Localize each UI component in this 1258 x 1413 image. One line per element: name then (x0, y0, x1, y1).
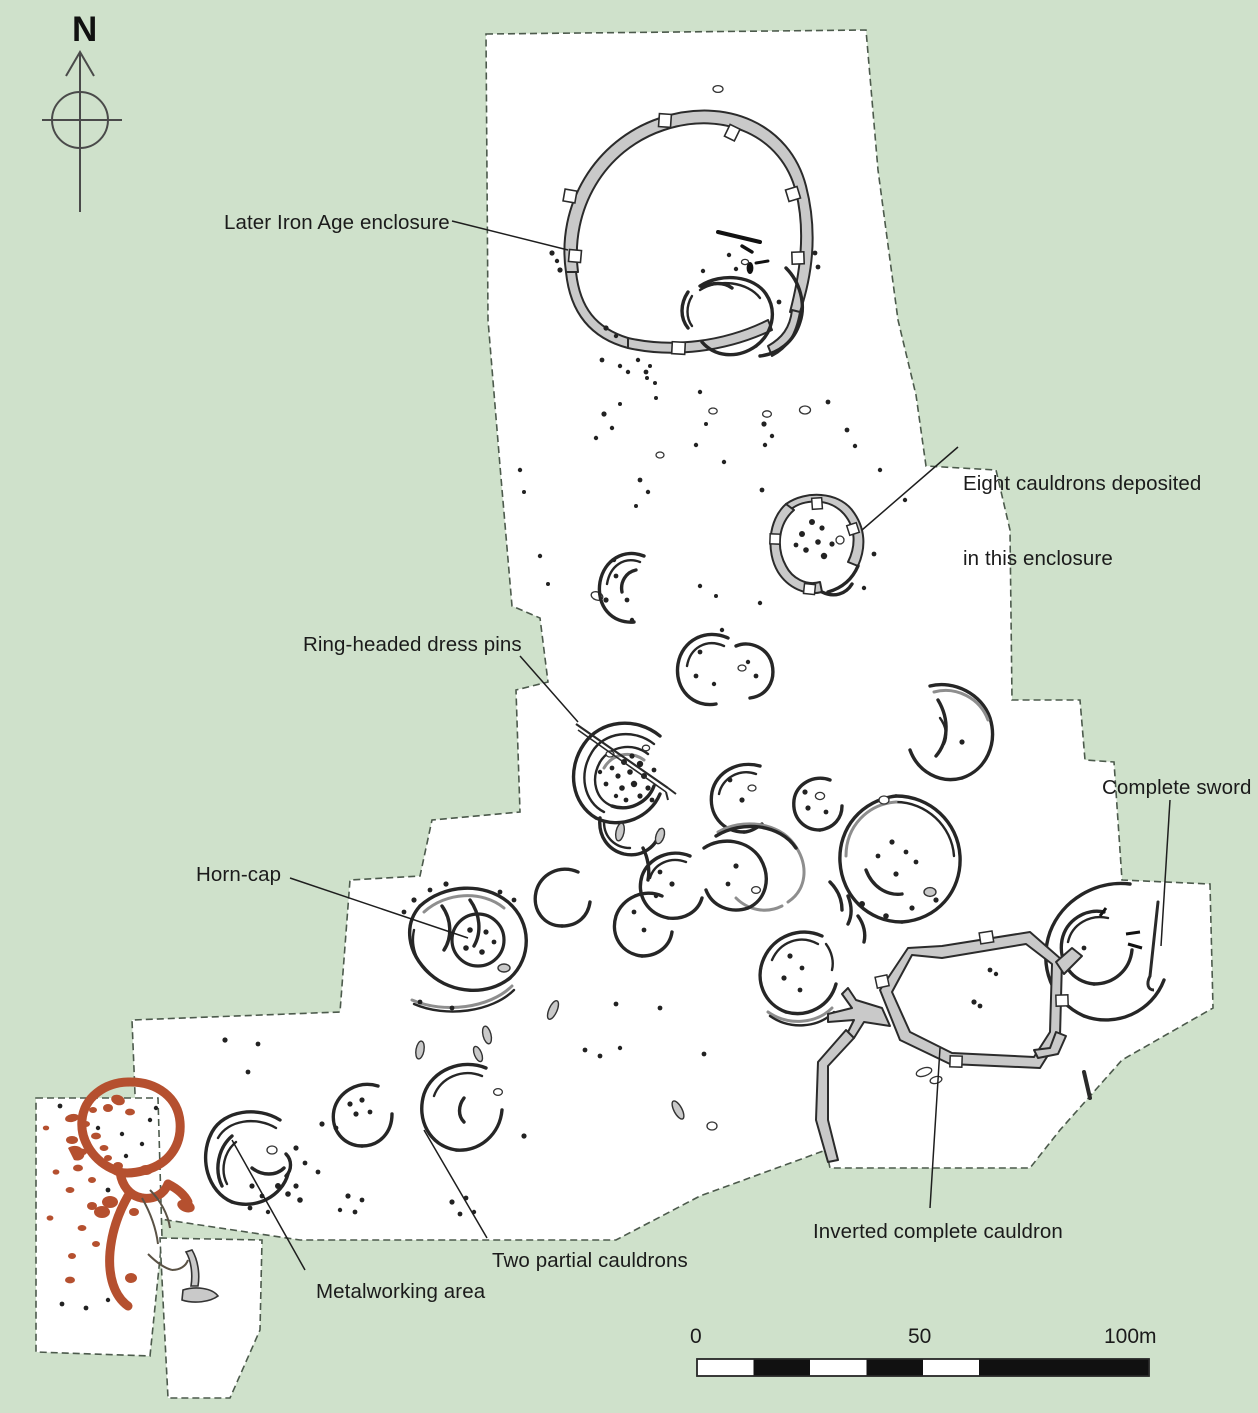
roundhouse (792, 776, 844, 832)
label-eight-cauldrons-line2: in this enclosure (963, 547, 1113, 570)
metalworking-area (42, 1077, 220, 1311)
scale-bar (696, 1358, 1150, 1377)
label-eight-cauldrons: Eight cauldrons deposited in this enclos… (963, 421, 1201, 596)
roundhouse-gullies (203, 551, 1166, 1206)
label-complete-sword: Complete sword (1102, 776, 1252, 799)
roundhouse-horn-cap (401, 881, 528, 1013)
eight-cauldron-enclosure (769, 493, 865, 597)
roundhouse (331, 1082, 394, 1148)
scale-tick-100m: 100m (1104, 1325, 1157, 1348)
scale-tick-50: 50 (908, 1325, 932, 1348)
roundhouse (675, 632, 730, 707)
roundhouse (714, 822, 806, 912)
roundhouse (420, 1062, 504, 1152)
roundhouse-complete-sword (1044, 881, 1166, 1022)
label-later-iron-age-enclosure: Later Iron Age enclosure (224, 211, 450, 234)
roundhouse (758, 930, 838, 1016)
roundhouse (597, 551, 646, 624)
eastern-enclosure (815, 930, 1092, 1163)
leader-lines (231, 220, 1171, 1271)
label-eight-cauldrons-line1: Eight cauldrons deposited (963, 472, 1202, 495)
label-two-partial-cauldrons: Two partial cauldrons (492, 1249, 688, 1272)
label-ring-headed-dress-pins: Ring-headed dress pins (303, 633, 522, 656)
roundhouse (612, 891, 674, 958)
roundhouse (838, 794, 962, 924)
pit-outlines-north (590, 405, 812, 601)
roundhouse (533, 867, 592, 928)
roundhouse (908, 683, 995, 782)
north-arrow-label: N (72, 10, 98, 49)
label-horn-cap: Horn-cap (196, 863, 282, 886)
label-inverted-complete-cauldron: Inverted complete cauldron (813, 1220, 1063, 1243)
scale-tick-0: 0 (690, 1325, 702, 1348)
excavation-boundary (35, 29, 1214, 1399)
roundhouse (702, 839, 768, 912)
label-metalworking-area: Metalworking area (316, 1280, 486, 1303)
north-arrow (42, 50, 122, 212)
linear-features (222, 822, 867, 1217)
roundhouse-two-partial-cauldrons (203, 1110, 303, 1206)
roundhouse-dress-pins (571, 721, 677, 857)
cauldron-deposit-pits (793, 519, 835, 560)
roundhouse (734, 642, 775, 700)
roundhouse (638, 851, 704, 920)
later-iron-age-enclosure (549, 84, 821, 380)
